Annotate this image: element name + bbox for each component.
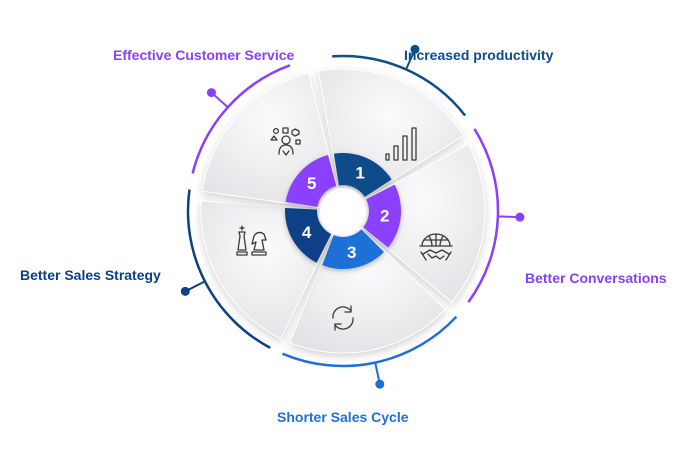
label-effective-customer-service: Effective Customer Service — [113, 47, 295, 63]
connector-dot-1 — [410, 44, 420, 54]
segment-2 — [360, 143, 486, 303]
segment-number-2: 2 — [380, 206, 389, 225]
globe-handshake-icon — [419, 233, 453, 261]
connector-dot-3 — [375, 379, 385, 389]
number-group: 1 2 3 4 5 — [302, 164, 390, 262]
segment-number-5: 5 — [307, 174, 316, 193]
connector-dot-5 — [206, 88, 216, 98]
segment-number-3: 3 — [347, 243, 356, 262]
label-increased-productivity: Increased productivity — [404, 47, 554, 63]
inner-ring-group — [285, 153, 401, 269]
center-hole — [320, 188, 366, 234]
segment-number-4: 4 — [302, 223, 312, 242]
bar-chart-icon — [385, 127, 417, 161]
ring-piece-2 — [363, 184, 401, 248]
outer-arc-3 — [281, 315, 458, 368]
connector-dot-4 — [180, 286, 190, 296]
label-better-sales-strategy: Better Sales Strategy — [20, 267, 161, 283]
ring-piece-1 — [333, 153, 392, 197]
chess-pieces-icon — [236, 225, 267, 256]
cycle-arrows-icon — [332, 305, 354, 331]
connector-dot-2 — [515, 212, 525, 222]
label-shorter-sales-cycle: Shorter Sales Cycle — [277, 409, 409, 425]
outer-arc-2 — [467, 128, 500, 303]
outer-arc-5 — [191, 64, 291, 174]
segment-number-1: 1 — [355, 164, 364, 183]
ring-piece-5 — [285, 154, 337, 207]
ring-piece-4 — [285, 207, 332, 263]
icon-group — [236, 127, 453, 331]
customer-group-icon — [270, 127, 301, 156]
label-better-conversations: Better Conversations — [525, 270, 667, 286]
ring-piece-3 — [322, 229, 385, 269]
outer-arc-group — [180, 44, 525, 389]
outer-arc-1 — [332, 54, 467, 117]
outer-arc-4 — [186, 189, 271, 349]
